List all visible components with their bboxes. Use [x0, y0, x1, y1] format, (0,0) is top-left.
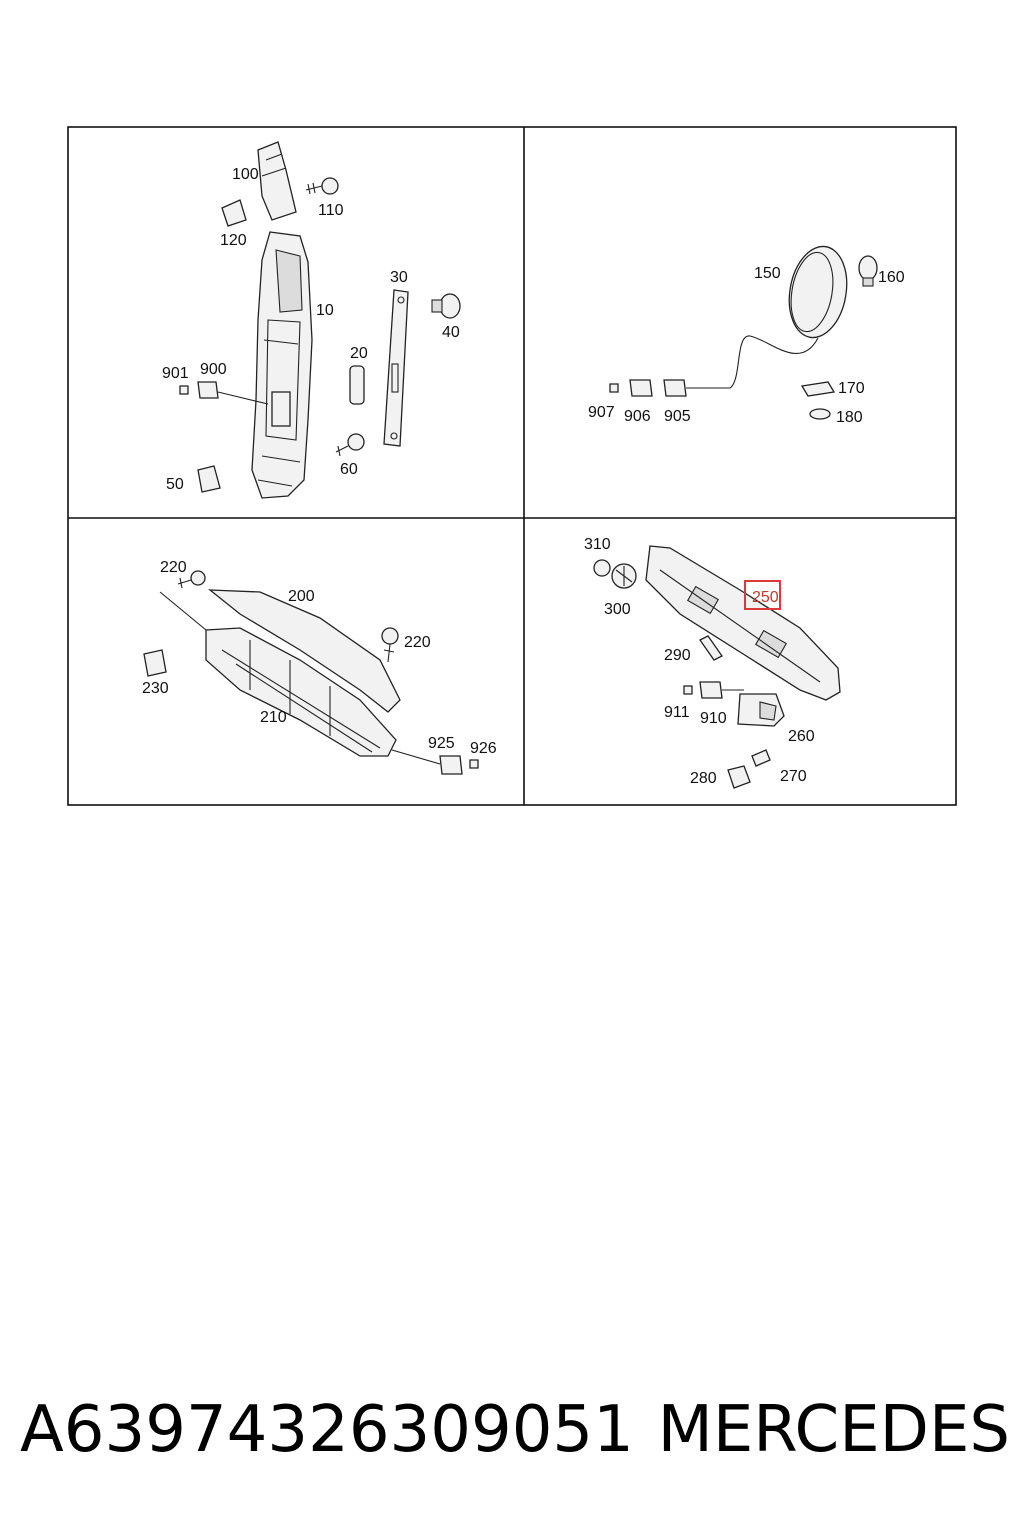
part-250-handle-strip: [645, 545, 841, 701]
part-260-housing: [737, 693, 785, 727]
part-100-cover: [257, 141, 297, 221]
label-60: 60: [340, 461, 358, 478]
label-210: 210: [260, 709, 287, 726]
part-60-screw: [335, 433, 365, 457]
footer-brand: MERCEDES: [657, 1393, 1010, 1467]
label-925: 925: [428, 735, 455, 752]
part-230-clip: [143, 649, 167, 677]
label-110: 110: [318, 202, 344, 219]
part-900-connector: [179, 381, 269, 405]
panel-brake-light: 220 200 220 230 210 925 926: [142, 559, 497, 775]
label-300: 300: [604, 601, 631, 618]
label-220-a: 220: [160, 559, 187, 576]
label-230: 230: [142, 680, 169, 697]
part-220-screw-b: [381, 627, 399, 663]
label-907: 907: [588, 404, 615, 421]
part-925-926-connectors: [391, 749, 479, 775]
part-10-lamp-housing: [251, 231, 313, 499]
part-150-lamp: [710, 245, 848, 389]
label-310: 310: [584, 536, 611, 553]
label-900: 900: [200, 361, 227, 378]
part-120-clip: [221, 199, 247, 227]
part-200-cover: [208, 589, 401, 713]
label-30: 30: [390, 269, 408, 286]
label-250: 250: [752, 589, 779, 606]
part-50-clip: [197, 465, 221, 493]
label-200: 200: [288, 588, 315, 605]
panel-handle-strip: 310 300 250 290 911 910 260 280 270: [584, 536, 841, 789]
diagram-frame: [67, 126, 957, 806]
label-280: 280: [690, 770, 717, 787]
part-160-bulb: [858, 255, 878, 287]
label-100: 100: [232, 166, 259, 183]
label-260: 260: [788, 728, 815, 745]
label-911: 911: [664, 704, 690, 721]
label-10: 10: [316, 302, 334, 319]
part-170-nut: [800, 381, 836, 397]
label-910: 910: [700, 710, 727, 727]
label-150: 150: [754, 265, 781, 282]
part-210-lamp-body: [205, 627, 397, 757]
label-290: 290: [664, 647, 691, 664]
part-40-bulb: [431, 293, 461, 319]
part-280-socket: [727, 765, 751, 789]
label-905: 905: [664, 408, 691, 425]
footer: A63974326309051 MERCEDES: [20, 1380, 1010, 1480]
panel-tail-lamp: 100 110 120 10 30 40 20 901 900 60 50: [162, 141, 461, 499]
part-30-bracket: [383, 289, 409, 447]
label-270: 270: [780, 768, 807, 785]
part-110-screw: [305, 177, 339, 195]
highlight-box-250: [744, 580, 781, 610]
part-270-bulb: [751, 749, 771, 767]
part-220-screw-a: [177, 570, 206, 589]
label-170: 170: [838, 380, 865, 397]
label-20: 20: [350, 345, 368, 362]
part-910-connector: [683, 681, 744, 699]
panel-work-lamp: 150 160 170 180 907 906 905: [588, 245, 905, 426]
label-160: 160: [878, 269, 905, 286]
footer-part-number: A63974326309051: [20, 1393, 634, 1467]
part-20-lens: [349, 365, 365, 405]
part-300-emblem: [611, 563, 637, 589]
label-901: 901: [162, 365, 189, 382]
part-180-washer: [809, 408, 831, 420]
label-120: 120: [220, 232, 247, 249]
label-220-b: 220: [404, 634, 431, 651]
part-310-nut: [593, 559, 611, 577]
label-906: 906: [624, 408, 651, 425]
label-926: 926: [470, 740, 497, 757]
part-290-pin: [699, 635, 723, 661]
label-50: 50: [166, 476, 184, 493]
label-180: 180: [836, 409, 863, 426]
label-40: 40: [442, 324, 460, 341]
part-905-906-907-connectors: [609, 379, 710, 397]
